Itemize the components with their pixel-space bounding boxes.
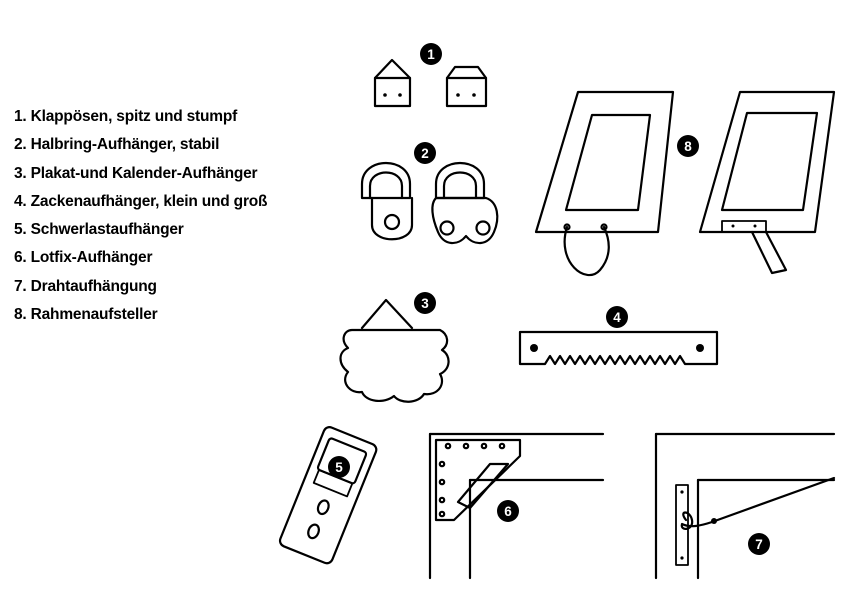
plakat-kalender-aufhaenger-icon [339,298,450,403]
legend-item-drahtaufhaengung: 7. Drahtaufhängung [14,277,157,295]
schwerlastaufhaenger-icon [278,426,378,565]
legend-item-halbring: 2. Halbring-Aufhänger, stabil [14,136,220,154]
svg-text:8: 8 [684,139,692,154]
badge-3: 3 [414,292,436,314]
svg-text:6: 6 [504,504,512,519]
zackenaufhaenger-icon [518,330,719,366]
svg-text:4: 4 [613,310,621,325]
svg-text:1: 1 [427,47,435,62]
drahtaufhaengung-icon [654,432,836,580]
badge-7: 7 [748,533,770,555]
rahmenaufsteller-wire-icon [534,90,675,277]
halbring-aufhaenger-double-icon [431,162,499,245]
legend-item-klappoesen: 1. Klappösen, spitz und stumpf [14,108,238,125]
legend-item-schwerlast: 5. Schwerlastaufhänger [14,221,184,239]
svg-text:5: 5 [335,460,343,475]
legend-item-plakat-kalender: 3. Plakat-und Kalender-Aufhänger [14,164,258,182]
svg-text:3: 3 [421,296,429,311]
klappoese-stumpf-icon [445,65,488,108]
lotfix-aufhaenger-icon [428,432,605,580]
badge-6: 6 [497,500,519,522]
badge-4: 4 [606,306,628,328]
halbring-aufhaenger-single-icon [360,162,414,241]
badge-8: 8 [677,135,699,157]
svg-text:7: 7 [755,537,763,552]
legend-item-rahmenaufsteller: 8. Rahmenaufsteller [14,306,158,324]
legend-item-zackenaufhaenger: 4. Zackenaufhänger, klein und groß [14,192,268,210]
badge-2: 2 [414,142,436,164]
badge-5: 5 [328,456,350,478]
rahmenaufsteller-stand-icon [698,90,836,275]
klappoese-spitz-icon [373,58,412,108]
legend-list: 1. Klappösen, spitz und stumpf 2. Halbri… [14,106,268,332]
badge-1: 1 [420,43,442,65]
legend-item-lotfix: 6. Lotfix-Aufhänger [14,249,153,267]
svg-text:2: 2 [421,146,429,161]
